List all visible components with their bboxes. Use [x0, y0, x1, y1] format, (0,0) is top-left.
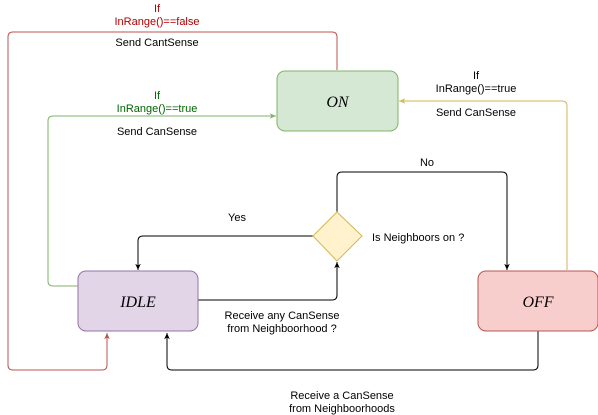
green-edge-condition: InRange()==true	[117, 103, 198, 115]
state-idle-box	[77, 270, 199, 332]
edge-off-to-on	[399, 98, 568, 270]
decision-node: Is Neighboors on ?	[312, 211, 464, 262]
yellow-edge-action: Send CanSense	[436, 107, 516, 119]
green-edge-if: If	[154, 90, 161, 102]
yellow-edge-if: If	[473, 70, 480, 82]
edge-idle-to-decision	[197, 262, 340, 301]
red-edge-action: Send CantSense	[115, 37, 198, 49]
edge-decision-no-to-off	[336, 171, 510, 270]
decision-label: Is Neighboors on ?	[372, 232, 464, 244]
state-on-box	[276, 70, 399, 132]
edge-off-to-idle	[164, 331, 539, 371]
off-to-idle-line1: Receive a CanSense	[290, 390, 393, 402]
state-idle: IDLE	[77, 270, 199, 332]
red-edge-condition: InRange()==false	[115, 16, 200, 28]
idle-query-line1: Receive any CanSense	[225, 310, 340, 322]
off-to-idle-line2: from Neighboorhoods	[289, 403, 395, 415]
state-off-box	[477, 270, 598, 332]
yellow-edge-condition: InRange()==true	[436, 83, 517, 95]
edge-idle-to-on-in-range	[47, 113, 276, 287]
state-off: OFF	[477, 270, 598, 332]
decision-yes-label: Yes	[228, 212, 246, 224]
idle-query-line2: from Neighboorhood ?	[227, 323, 336, 335]
state-on-label: ON	[326, 94, 350, 111]
state-on: ON	[276, 70, 399, 132]
edge-idle-to-on-out-of-range	[7, 31, 338, 371]
edge-decision-yes-to-idle	[135, 235, 313, 270]
state-idle-label: IDLE	[119, 294, 156, 311]
green-edge-action: Send CanSense	[117, 126, 197, 138]
red-edge-if: If	[154, 3, 161, 15]
decision-diamond	[312, 211, 363, 262]
decision-no-label: No	[420, 157, 434, 169]
state-off-label: OFF	[522, 294, 553, 311]
